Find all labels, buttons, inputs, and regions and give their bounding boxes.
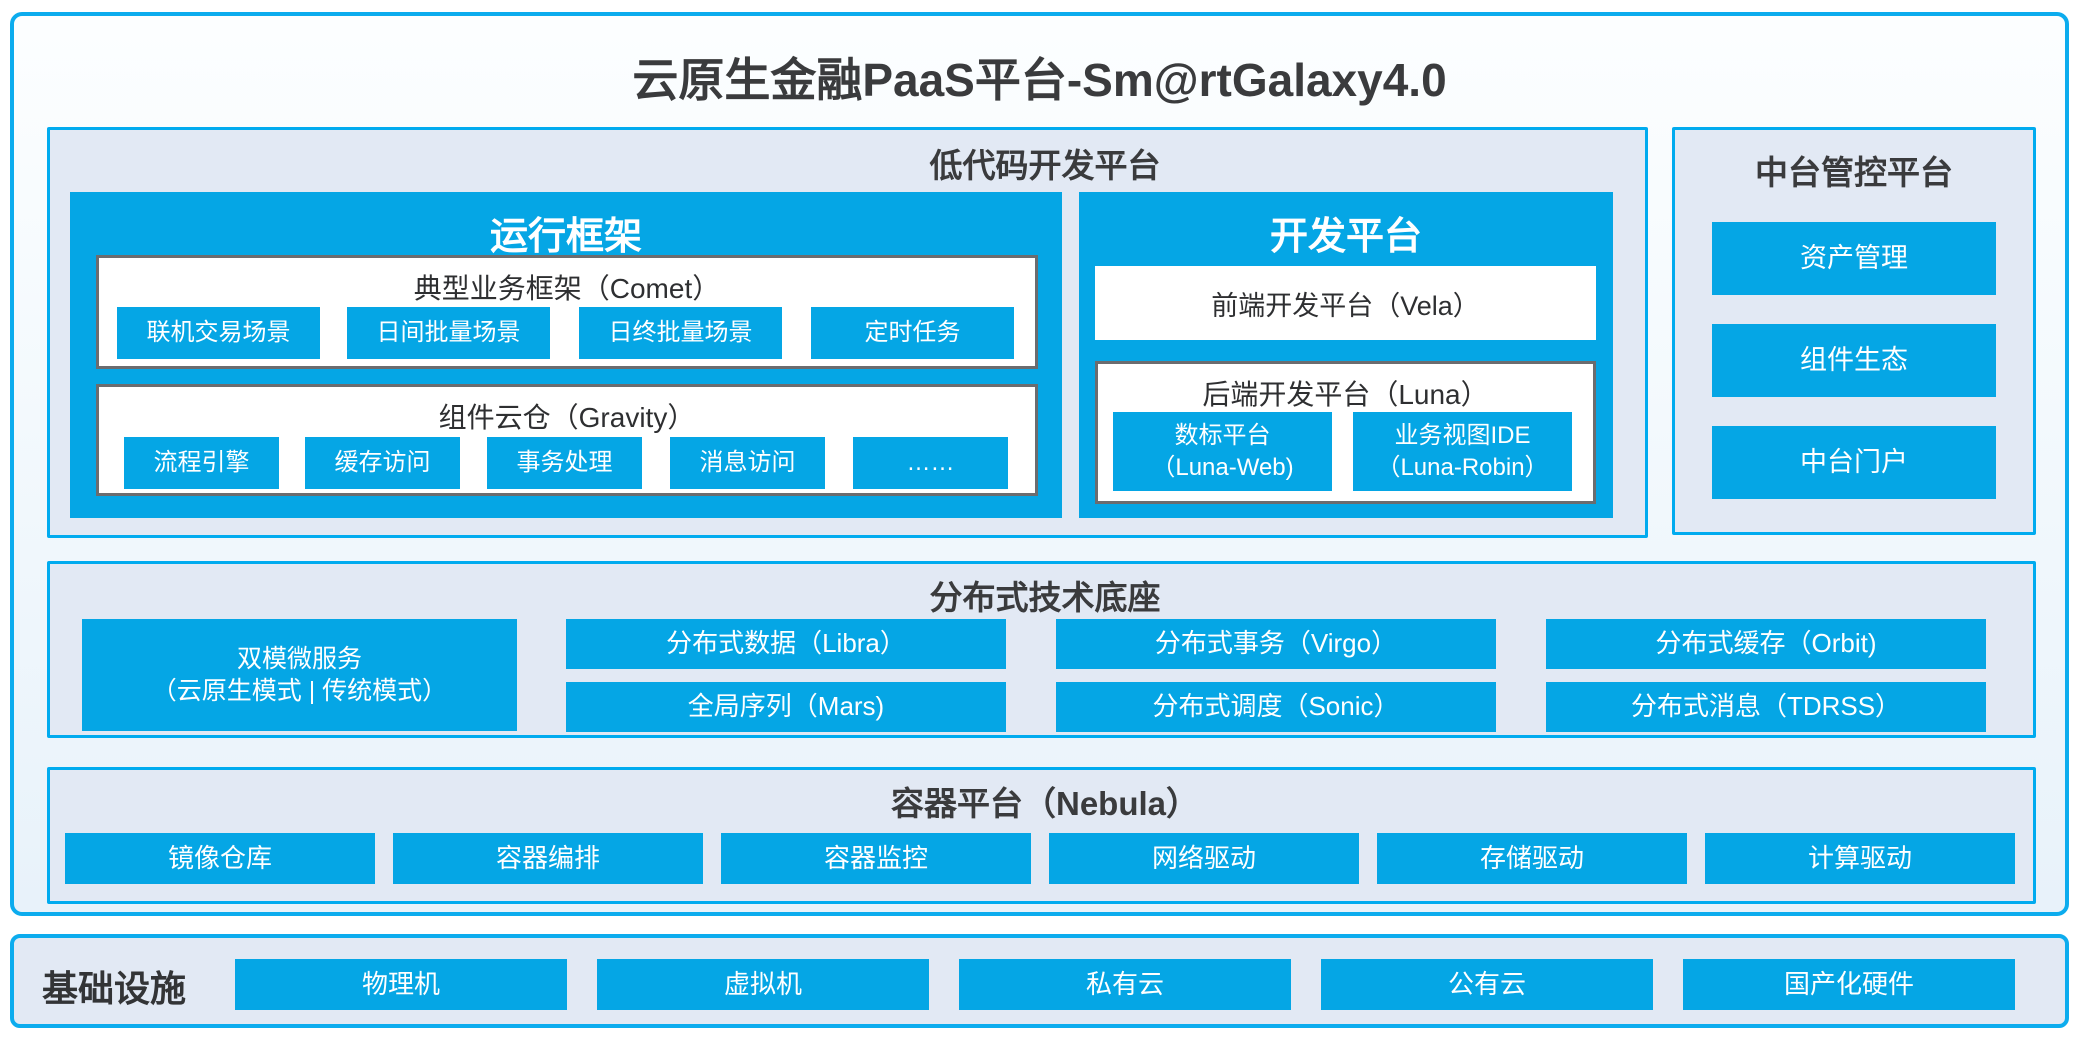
container-item-orchestration: 容器编排 [393,833,703,884]
low-code-platform-title: 低代码开发平台 [929,147,1161,184]
runtime-framework-title: 运行框架 [489,216,642,258]
mid-item-asset-management: 资产管理 [1712,222,1996,295]
dev-platform-panel: 开发平台 前端开发平台（Vela） 后端开发平台（Luna） 数标平台 （Lun… [1079,192,1613,518]
distributed-data-libra-button: 分布式数据（Libra） [566,619,1006,669]
comet-item-eod-batch: 日终批量场景 [579,307,782,359]
container-item-storage-driver: 存储驱动 [1377,833,1687,884]
gravity-item-transaction-processing: 事务处理 [487,437,642,489]
luna-robin-button: 业务视图IDE （Luna-Robin） [1353,412,1572,491]
container-item-network-driver: 网络驱动 [1049,833,1359,884]
container-item-image-registry: 镜像仓库 [65,833,375,884]
gravity-item-process-engine: 流程引擎 [124,437,279,489]
infra-item-public-cloud: 公有云 [1321,959,1653,1010]
distributed-message-tdrss-button: 分布式消息（TDRSS） [1546,682,1986,732]
luna-web-line1: 数标平台 [1174,422,1271,450]
luna-robin-line2: （Luna-Robin） [1376,453,1549,481]
container-platform-panel: 容器平台（Nebula） 镜像仓库 容器编排 容器监控 网络驱动 存储驱动 计算… [47,767,2036,904]
comet-item-daytime-batch: 日间批量场景 [347,307,550,359]
mid-platform-title: 中台管控平台 [1755,154,1953,191]
container-item-monitoring: 容器监控 [721,833,1031,884]
comet-framework-title: 典型业务框架（Comet） [413,273,721,304]
mid-item-component-ecosystem: 组件生态 [1712,324,1996,397]
infrastructure-title: 基础设施 [42,968,187,1009]
gravity-item-ellipsis: …… [853,437,1008,489]
infra-item-physical-machine: 物理机 [235,959,567,1010]
luna-robin-line1: 业务视图IDE [1394,422,1531,450]
vela-frontend-label: 前端开发平台（Vela） [1211,290,1480,321]
luna-web-line2: （Luna-Web) [1151,453,1294,481]
gravity-warehouse-box: 组件云仓（Gravity） 流程引擎 缓存访问 事务处理 消息访问 …… [96,384,1038,496]
vela-frontend-box: 前端开发平台（Vela） [1095,266,1596,340]
gravity-item-cache-access: 缓存访问 [305,437,460,489]
comet-item-scheduled-task: 定时任务 [811,307,1014,359]
distributed-cache-orbit-button: 分布式缓存（Orbit) [1546,619,1986,669]
mid-item-mid-portal: 中台门户 [1712,426,1996,499]
luna-backend-box: 后端开发平台（Luna） 数标平台 （Luna-Web) 业务视图IDE （Lu… [1095,361,1596,504]
mid-platform-panel: 中台管控平台 资产管理 组件生态 中台门户 [1672,127,2036,535]
container-platform-title: 容器平台（Nebula） [890,785,1200,822]
luna-backend-title: 后端开发平台（Luna） [1202,379,1489,410]
infra-item-domestic-hardware: 国产化硬件 [1683,959,2015,1010]
infra-item-virtual-machine: 虚拟机 [597,959,929,1010]
main-container: 云原生金融PaaS平台-Sm@rtGalaxy4.0 低代码开发平台 运行框架 … [10,12,2069,916]
infra-item-private-cloud: 私有云 [959,959,1291,1010]
global-sequence-mars-button: 全局序列（Mars) [566,682,1006,732]
dual-mode-microservice-button: 双模微服务 （云原生模式 | 传统模式） [82,619,517,731]
infrastructure-panel: 基础设施 物理机 虚拟机 私有云 公有云 国产化硬件 [10,934,2069,1028]
dual-mode-line1: 双模微服务 [236,644,362,673]
diagram-title: 云原生金融PaaS平台-Sm@rtGalaxy4.0 [632,54,1447,106]
container-item-compute-driver: 计算驱动 [1705,833,2015,884]
distributed-base-title: 分布式技术底座 [929,579,1161,616]
comet-framework-box: 典型业务框架（Comet） 联机交易场景 日间批量场景 日终批量场景 定时任务 [96,255,1038,369]
luna-web-button: 数标平台 （Luna-Web) [1113,412,1332,491]
runtime-framework-panel: 运行框架 典型业务框架（Comet） 联机交易场景 日间批量场景 日终批量场景 … [70,192,1062,518]
low-code-platform-panel: 低代码开发平台 运行框架 典型业务框架（Comet） 联机交易场景 日间批量场景… [47,127,1648,538]
dual-mode-line2: （云原生模式 | 传统模式） [151,677,448,705]
distributed-transaction-virgo-button: 分布式事务（Virgo） [1056,619,1496,669]
distributed-base-panel: 分布式技术底座 双模微服务 （云原生模式 | 传统模式） 分布式数据（Libra… [47,561,2036,738]
gravity-warehouse-title: 组件云仓（Gravity） [438,402,696,433]
gravity-item-message-access: 消息访问 [670,437,825,489]
distributed-scheduling-sonic-button: 分布式调度（Sonic） [1056,682,1496,732]
comet-item-online-transaction: 联机交易场景 [117,307,320,359]
dev-platform-title: 开发平台 [1269,216,1422,258]
